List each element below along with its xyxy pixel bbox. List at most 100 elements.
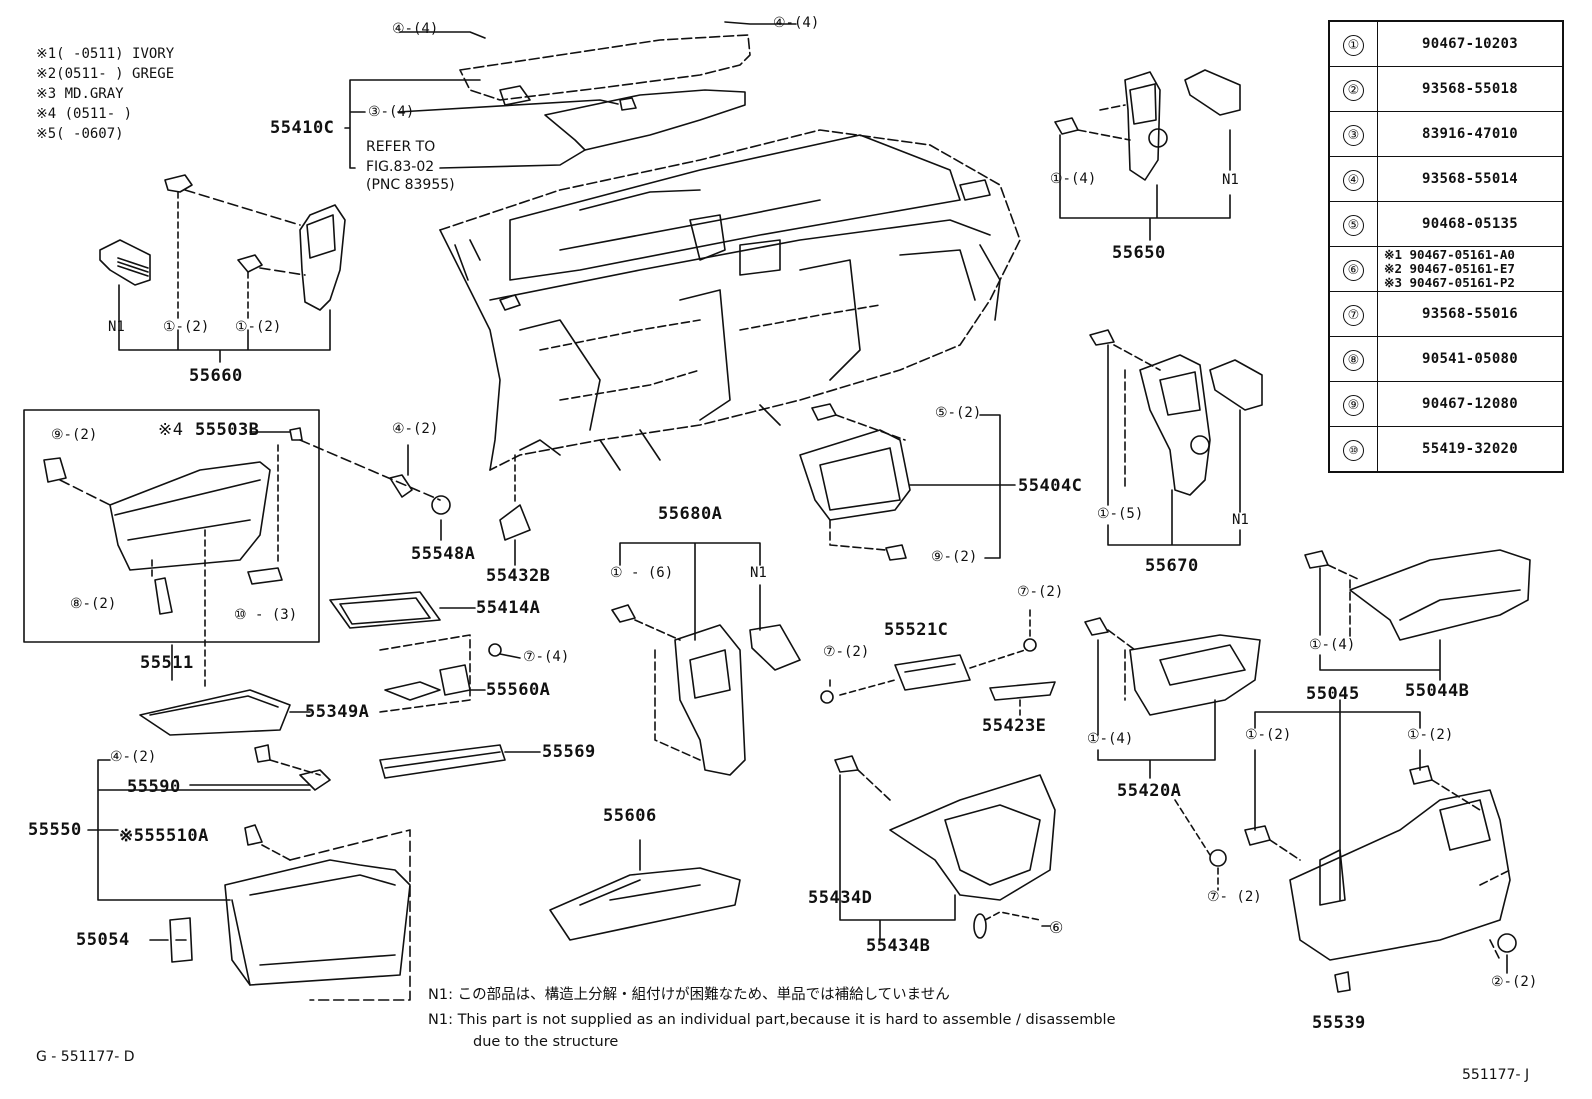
row-index: ① (1343, 34, 1364, 56)
callout-1-6: ① - (6) (610, 565, 674, 581)
note-n1-english-line2: due to the structure (473, 1034, 619, 1050)
refer-pnc-label: (PNC 83955) (366, 177, 455, 193)
callout-1-4-b: ①-(4) (1087, 731, 1134, 747)
callout-9-2: ⑨-(2) (51, 427, 98, 443)
part-number-cell[interactable]: 90468-05135 (1377, 201, 1564, 247)
callout-6: ⑥ (1049, 918, 1064, 937)
table-row: ⑩ 55419-32020 (1328, 426, 1564, 473)
callout-3-4: ③-(4) (368, 104, 415, 120)
part-number-cell[interactable]: 55419-32020 (1377, 426, 1564, 473)
callout-5-2: ⑤-(2) (935, 405, 982, 421)
variant-part-number: ※2 90467-05161-E7 (1384, 261, 1515, 276)
part-label-55349A[interactable]: 55349A (305, 702, 370, 722)
part-label-55503B[interactable]: 55503B (195, 420, 260, 440)
callout-1-2-a: ①-(2) (163, 319, 210, 335)
row-index: ⑤ (1343, 214, 1364, 236)
variant-part-number: ※1 90467-05161-A0 (1384, 247, 1515, 262)
table-row: ⑧ 90541-05080 (1328, 336, 1564, 382)
n1-marker-55650: N1 (1222, 172, 1239, 188)
variant-part-number: ※3 90467-05161-P2 (1384, 275, 1515, 290)
callout-1-2-b: ①-(2) (235, 319, 282, 335)
part-number-cell[interactable]: 90467-10203 (1377, 20, 1564, 67)
part-label-55414A[interactable]: 55414A (476, 598, 541, 618)
callout-7-2-c: ⑦- (2) (1207, 889, 1262, 905)
part-label-55054[interactable]: 55054 (76, 930, 130, 950)
n1-marker-55670: N1 (1232, 512, 1249, 528)
part-label-55410C[interactable]: 55410C (270, 118, 335, 138)
part-label-55560A[interactable]: 55560A (486, 680, 551, 700)
callout-1-5: ①-(5) (1097, 506, 1144, 522)
table-row: ① 90467-10203 (1328, 20, 1564, 67)
part-number-cell[interactable]: 93568-55018 (1377, 66, 1564, 112)
row-index: ⑥ (1343, 259, 1364, 281)
part-label-55045[interactable]: 55045 (1306, 684, 1360, 704)
part-label-55044B[interactable]: 55044B (1405, 681, 1470, 701)
row-index: ③ (1343, 124, 1364, 146)
part-label-55511[interactable]: 55511 (140, 653, 194, 673)
callout-1-2-c: ①-(2) (1245, 727, 1292, 743)
parts-number-table: ① 90467-10203 ② 93568-55018 ③ 83916-4701… (1328, 20, 1564, 473)
part-number-cell[interactable]: 90541-05080 (1377, 336, 1564, 382)
part-label-55606[interactable]: 55606 (603, 806, 657, 826)
part-label-55650[interactable]: 55650 (1112, 243, 1166, 263)
row-index: ② (1343, 79, 1364, 101)
row-index: ⑨ (1343, 394, 1364, 416)
table-row: ⑤ 90468-05135 (1328, 201, 1564, 247)
footer-figure-code-left: G - 551177- D (36, 1049, 135, 1065)
instrument-panel-drawing (439, 34, 1021, 471)
part-number-cell[interactable]: 93568-55016 (1377, 291, 1564, 337)
table-row: ③ 83916-47010 (1328, 111, 1564, 157)
part-label-55434D[interactable]: 55434D (808, 888, 873, 908)
refer-fig-label[interactable]: FIG.83-02 (366, 159, 435, 175)
callout-4-2-b: ④-(2) (110, 749, 157, 765)
part-label-55660[interactable]: 55660 (189, 366, 243, 386)
callout-9-2-b: ⑨-(2) (931, 549, 978, 565)
part-label-55434B[interactable]: 55434B (866, 936, 931, 956)
part-label-55420A[interactable]: 55420A (1117, 781, 1182, 801)
table-row: ② 93568-55018 (1328, 66, 1564, 112)
part-label-55539[interactable]: 55539 (1312, 1013, 1366, 1033)
table-row: ⑨ 90467-12080 (1328, 381, 1564, 427)
callout-4-2-a: ④-(2) (392, 421, 439, 437)
callout-4-4-top-right: ④-(4) (773, 15, 820, 31)
part-label-555510A[interactable]: ※555510A (119, 826, 209, 846)
variant-mark-x4: ※4 (158, 420, 184, 440)
part-label-55569[interactable]: 55569 (542, 742, 596, 762)
part-label-55680A[interactable]: 55680A (658, 504, 723, 524)
vent-group-55660 (99, 174, 346, 363)
callout-7-2-a: ⑦-(2) (1017, 584, 1064, 600)
table-row: ⑦ 93568-55016 (1328, 291, 1564, 337)
part-number-cell[interactable]: 90467-12080 (1377, 381, 1564, 427)
part-number-cell-variants[interactable]: ※1 90467-05161-A0 ※2 90467-05161-E7 ※3 9… (1377, 246, 1564, 292)
note-n1-japanese: N1: この部品は、構造上分解・組付けが困難なため、単品では補給していません (428, 987, 950, 1003)
callout-7-4: ⑦-(4) (523, 649, 570, 665)
variant-note-4: ※4 (0511- ) (36, 106, 133, 122)
part-label-55423E[interactable]: 55423E (982, 716, 1047, 736)
callout-8-2: ⑧-(2) (70, 596, 117, 612)
n1-marker-55680A: N1 (750, 565, 767, 581)
part-label-55670[interactable]: 55670 (1145, 556, 1199, 576)
part-label-55521C[interactable]: 55521C (884, 620, 949, 640)
table-row: ⑥ ※1 90467-05161-A0 ※2 90467-05161-E7 ※3… (1328, 246, 1564, 292)
part-label-55548A[interactable]: 55548A (411, 544, 476, 564)
glovebox-upper-55511 (43, 427, 441, 691)
part-label-55550[interactable]: 55550 (28, 820, 82, 840)
table-row: ④ 93568-55014 (1328, 156, 1564, 202)
callout-10-3: ⑩ - (3) (234, 607, 298, 623)
callout-1-2-d: ①-(2) (1407, 727, 1454, 743)
part-label-55432B[interactable]: 55432B (486, 566, 551, 586)
part-number-cell[interactable]: 93568-55014 (1377, 156, 1564, 202)
refer-to-label: REFER TO (366, 139, 436, 155)
row-index: ⑧ (1343, 349, 1364, 371)
variant-note-3: ※3 MD.GRAY (36, 86, 124, 102)
callout-1-4-a: ①-(4) (1050, 171, 1097, 187)
n1-marker-55660: N1 (108, 319, 125, 335)
part-number-cell[interactable]: 83916-47010 (1377, 111, 1564, 157)
part-label-55590[interactable]: 55590 (127, 777, 181, 797)
box-55511 (23, 409, 320, 643)
row-index: ④ (1343, 169, 1364, 191)
row-index: ⑩ (1343, 439, 1364, 461)
part-label-55404C[interactable]: 55404C (1018, 476, 1083, 496)
